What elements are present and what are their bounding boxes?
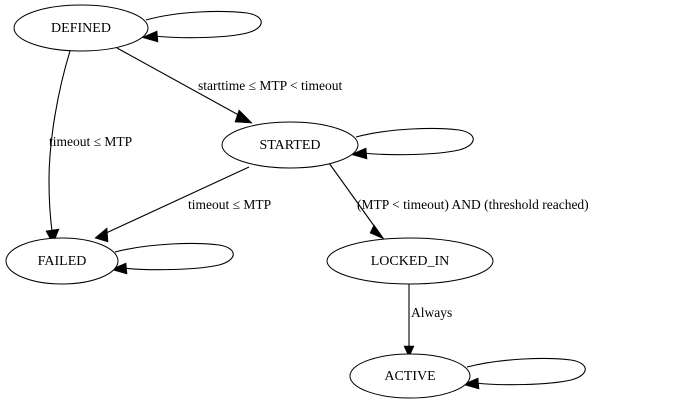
edge-label-starttime-mtp-timeout: starttime ≤ MTP < timeout (198, 78, 343, 93)
edge-started-to-locked-in-path (328, 162, 378, 231)
node-failed-label: FAILED (38, 254, 87, 269)
edge-defined-to-started[interactable] (116, 47, 253, 124)
edge-defined-to-started-path (116, 47, 245, 119)
edge-active-self-loop[interactable] (462, 357, 586, 390)
node-defined[interactable]: DEFINED (13, 4, 149, 52)
edge-started-self-loop[interactable] (350, 127, 474, 160)
edge-locked-in-to-active[interactable] (403, 284, 415, 358)
node-active-label: ACTIVE (384, 369, 435, 384)
edge-locked-in-to-active-arrowhead (403, 345, 415, 358)
edge-defined-self-arrowhead (141, 30, 159, 43)
edge-defined-to-started-arrowhead (234, 109, 253, 124)
edge-started-to-failed-arrowhead (94, 227, 109, 243)
edge-active-self-arrowhead (462, 377, 480, 390)
edge-label-timeout-mtp-mid: timeout ≤ MTP (188, 197, 271, 212)
edge-started-self-path (355, 127, 474, 156)
edge-started-to-locked-in-arrowhead (369, 224, 385, 240)
edge-label-mtp-threshold: (MTP < timeout) AND (threshold reached) (357, 197, 589, 212)
node-locked-in-ellipse (326, 237, 494, 285)
node-defined-label: DEFINED (51, 21, 111, 36)
edge-label-timeout-mtp-left: timeout ≤ MTP (49, 134, 132, 149)
edge-label-always: Always (411, 305, 452, 320)
edge-started-self-arrowhead (350, 147, 368, 160)
edge-failed-self-path (114, 242, 234, 271)
edge-defined-to-failed-arrowhead (45, 228, 60, 245)
edge-started-to-failed-path (103, 166, 250, 235)
edge-failed-self-loop[interactable] (110, 242, 234, 275)
node-failed-ellipse (5, 237, 119, 285)
edge-failed-self-arrowhead (110, 262, 128, 275)
node-started-ellipse (221, 121, 359, 169)
node-started[interactable]: STARTED (221, 121, 359, 169)
edge-defined-self-path (145, 10, 262, 39)
edge-started-to-locked-in[interactable] (328, 162, 385, 240)
node-locked-in-label: LOCKED_IN (371, 254, 450, 269)
edge-defined-to-failed-path (48, 50, 71, 232)
node-failed[interactable]: FAILED (5, 237, 119, 285)
edge-started-to-failed[interactable] (94, 166, 250, 243)
node-started-label: STARTED (259, 138, 320, 153)
node-active[interactable]: ACTIVE (349, 353, 471, 399)
node-defined-ellipse (13, 4, 149, 52)
edge-defined-self-loop[interactable] (141, 10, 262, 43)
node-locked-in[interactable]: LOCKED_IN (326, 237, 494, 285)
edge-active-self-path (466, 357, 586, 386)
edge-defined-to-failed[interactable] (45, 50, 71, 245)
node-active-ellipse (349, 353, 471, 399)
